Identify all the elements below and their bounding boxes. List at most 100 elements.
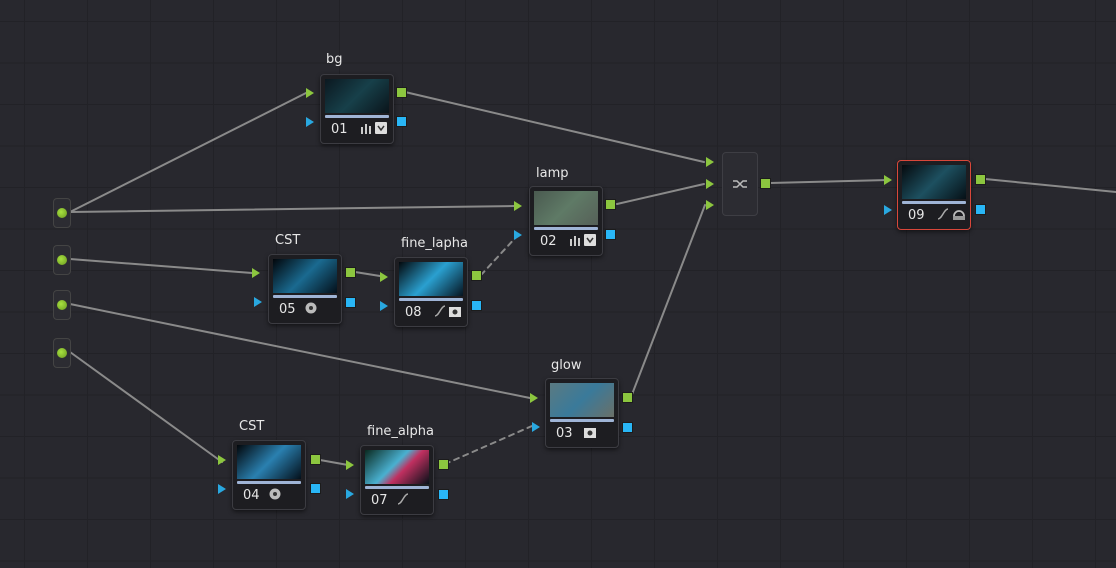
output-dot[interactable] [57, 348, 67, 358]
output-dot[interactable] [57, 208, 67, 218]
bars-icon [361, 124, 371, 134]
wire-src1-01 [69, 92, 307, 213]
thumbnail [273, 259, 337, 293]
wire-07-03-alpha [444, 425, 533, 465]
rgb-output[interactable] [975, 174, 986, 185]
curve-icon [434, 305, 446, 317]
wire-src3-03 [69, 303, 531, 399]
node-03[interactable]: 03 [545, 378, 619, 448]
node-number: 08 [405, 305, 422, 320]
alpha-output[interactable] [975, 204, 986, 215]
alpha-output[interactable] [605, 229, 616, 240]
node-label: lamp [536, 166, 569, 181]
rgb-output[interactable] [310, 454, 321, 465]
output-dot[interactable] [57, 300, 67, 310]
node-number: 07 [371, 493, 388, 508]
alpha-output[interactable] [396, 116, 407, 127]
mixer-input-2[interactable] [706, 179, 714, 189]
node-01[interactable]: 01 [320, 74, 394, 144]
wire-02-mixer [616, 183, 705, 205]
key-bar [365, 486, 429, 489]
wire-05-08 [354, 271, 381, 277]
rgb-input[interactable] [380, 272, 388, 282]
node-label: fine_alpha [367, 424, 434, 439]
node-number: 05 [279, 302, 296, 317]
rgb-input[interactable] [514, 201, 522, 211]
node-label: CST [275, 233, 301, 248]
node-number: 04 [243, 488, 260, 503]
grain-camera-icon [449, 307, 461, 317]
rgb-output[interactable] [396, 87, 407, 98]
rgb-input[interactable] [530, 393, 538, 403]
source-input-2[interactable] [53, 245, 71, 275]
rgb-output[interactable] [622, 392, 633, 403]
key-bar [237, 481, 301, 484]
key-bar [273, 295, 337, 298]
rgb-input[interactable] [306, 88, 314, 98]
rgb-input[interactable] [252, 268, 260, 278]
alpha-output[interactable] [438, 489, 449, 500]
wire-03-mixer [630, 204, 706, 398]
node-label: glow [551, 358, 582, 373]
alpha-output[interactable] [345, 297, 356, 308]
node-09[interactable]: 09 [897, 160, 971, 230]
output-dot[interactable] [57, 255, 67, 265]
thumbnail [365, 450, 429, 484]
node-04[interactable]: 04 [232, 440, 306, 510]
wire-mixer-09 [769, 179, 889, 184]
mixer-output[interactable] [760, 178, 771, 189]
resolve-fx-icon [269, 488, 281, 500]
alpha-output[interactable] [310, 483, 321, 494]
key-bar [399, 298, 463, 301]
node-08[interactable]: 08 [394, 257, 468, 327]
rgb-input[interactable] [884, 175, 892, 185]
alpha-output[interactable] [622, 422, 633, 433]
wire-09-out [984, 178, 1116, 193]
checkbox-icon [584, 234, 596, 246]
alpha-input[interactable] [254, 297, 262, 307]
curve-icon [937, 208, 949, 220]
layer-mixer-icon [733, 180, 747, 188]
alpha-input[interactable] [380, 301, 388, 311]
alpha-input[interactable] [306, 117, 314, 127]
alpha-input[interactable] [218, 484, 226, 494]
curve-icon [397, 493, 409, 505]
wire-src4-04 [69, 351, 223, 463]
alpha-input[interactable] [514, 230, 522, 240]
resolve-fx-icon [305, 302, 317, 314]
node-number: 01 [331, 122, 348, 137]
node-number: 02 [540, 234, 557, 249]
rgb-output[interactable] [345, 267, 356, 278]
source-input-4[interactable] [53, 338, 71, 368]
alpha-input[interactable] [346, 489, 354, 499]
node-label: CST [239, 419, 265, 434]
rgb-output[interactable] [471, 270, 482, 281]
mixer-input-1[interactable] [706, 157, 714, 167]
checkbox-icon [375, 122, 387, 134]
wire-01-mixer [404, 91, 705, 163]
source-input-1[interactable] [53, 198, 71, 228]
layer-mixer-node[interactable] [722, 152, 758, 216]
wire-src2-05 [69, 258, 253, 274]
rgb-output[interactable] [605, 199, 616, 210]
key-bar [902, 201, 966, 204]
node-05[interactable]: 05 [268, 254, 342, 324]
thumbnail [550, 383, 614, 417]
node-label: fine_lapha [401, 236, 468, 251]
hdr-icon [953, 210, 965, 220]
mixer-input-3[interactable] [706, 200, 714, 210]
alpha-input[interactable] [884, 205, 892, 215]
wire-src1-02 [69, 205, 515, 213]
node-02[interactable]: 02 [529, 186, 603, 256]
alpha-output[interactable] [471, 300, 482, 311]
node-07[interactable]: 07 [360, 445, 434, 515]
source-input-3[interactable] [53, 290, 71, 320]
rgb-input[interactable] [346, 460, 354, 470]
alpha-input[interactable] [532, 422, 540, 432]
rgb-input[interactable] [218, 455, 226, 465]
thumbnail [534, 191, 598, 225]
rgb-output[interactable] [438, 459, 449, 470]
node-number: 03 [556, 426, 573, 441]
bars-icon [570, 236, 580, 246]
